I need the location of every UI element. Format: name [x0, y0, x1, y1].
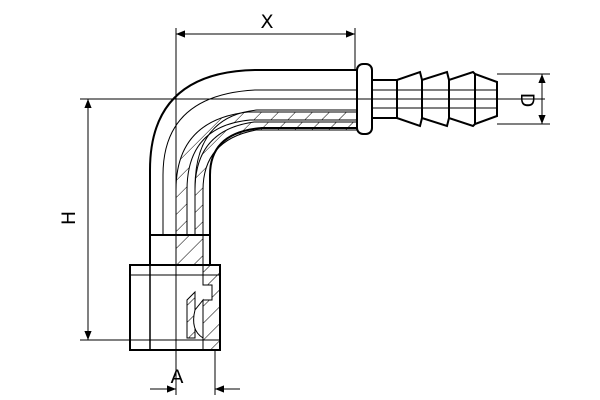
hex-nut	[129, 264, 221, 351]
elbow-tube	[149, 69, 358, 235]
fitting-neck	[149, 234, 211, 266]
dimension-h-label: H	[58, 211, 80, 225]
dimension-x-label: X	[260, 11, 273, 33]
dimension-a-label: A	[171, 366, 184, 388]
dimension-d-label: D	[516, 93, 538, 108]
